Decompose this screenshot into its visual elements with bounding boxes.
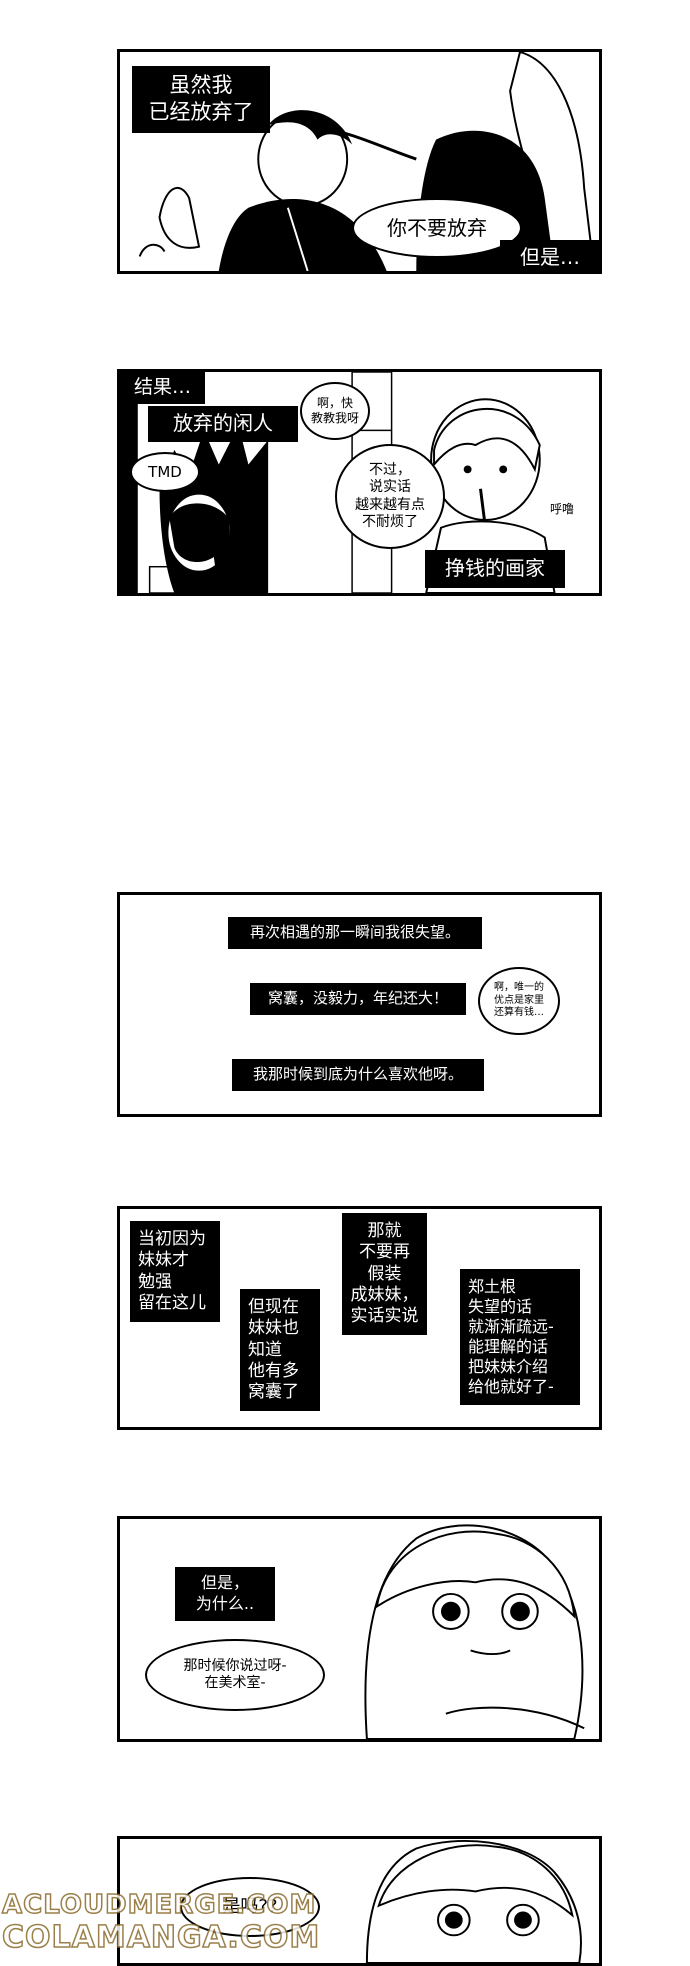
- narration-line: 再次相遇的那一瞬间我很失望。: [228, 917, 482, 949]
- narration-box: 虽然我 已经放弃了: [132, 66, 270, 133]
- comic-panel-5: 但是， 为什么.. 那时候你说过呀- 在美术室-: [117, 1516, 602, 1742]
- narration-column: 当初因为 妹妹才 勉强 留在这儿: [130, 1221, 220, 1322]
- narration-box: 但是， 为什么..: [175, 1567, 275, 1621]
- speech-bubble: 啊，快 教教我呀: [300, 382, 370, 440]
- watermark-line-1: ACLOUDMERGE.COM: [1, 1889, 317, 1921]
- narration-line: 窝囊，没毅力，年纪还大！: [250, 983, 466, 1015]
- speech-bubble: TMD: [130, 452, 200, 492]
- watermark-line-2: COLAMANGA.COM: [1, 1919, 321, 1956]
- narration-box: 但是…: [500, 240, 599, 271]
- comic-panel-2: 结果… 放弃的闲人 TMD 啊，快 教教我呀 不过， 说实话 越来越有点 不耐烦…: [117, 369, 602, 596]
- speech-bubble: 是吗??: [180, 1877, 320, 1937]
- comic-panel-6: 是吗??: [117, 1836, 602, 1966]
- sound-effect-text: 呼噜: [550, 502, 575, 516]
- narration-box: 挣钱的画家: [425, 550, 565, 588]
- narration-column: 那就 不要再 假装 成妹妹， 实话实说: [342, 1213, 427, 1336]
- panel-6-artwork: [365, 1840, 582, 1963]
- panel-5-artwork: [364, 1524, 585, 1739]
- narration-box: 放弃的闲人: [148, 406, 298, 442]
- narration-column: 郑土根 失望的话 就渐渐疏远- 能理解的话 把妹妹介绍 给他就好了-: [460, 1269, 580, 1405]
- thought-bubble: 啊，唯一的 优点是家里 还算有钱…: [478, 967, 560, 1035]
- speech-bubble: 你不要放弃: [352, 198, 522, 258]
- speech-bubble: 那时候你说过呀- 在美术室-: [145, 1639, 325, 1711]
- comic-panel-4: 当初因为 妹妹才 勉强 留在这儿 但现在 妹妹也 知道 他有多 窝囊了 那就 不…: [117, 1206, 602, 1430]
- narration-line: 我那时候到底为什么喜欢他呀。: [232, 1059, 484, 1091]
- narration-box: 结果…: [120, 372, 205, 404]
- narration-column: 但现在 妹妹也 知道 他有多 窝囊了: [240, 1289, 320, 1412]
- comic-panel-3: 再次相遇的那一瞬间我很失望。 窝囊，没毅力，年纪还大！ 我那时候到底为什么喜欢他…: [117, 892, 602, 1117]
- comic-panel-1: 虽然我 已经放弃了 你不要放弃 但是…: [117, 49, 602, 274]
- speech-bubble: 不过， 说实话 越来越有点 不耐烦了: [335, 444, 445, 549]
